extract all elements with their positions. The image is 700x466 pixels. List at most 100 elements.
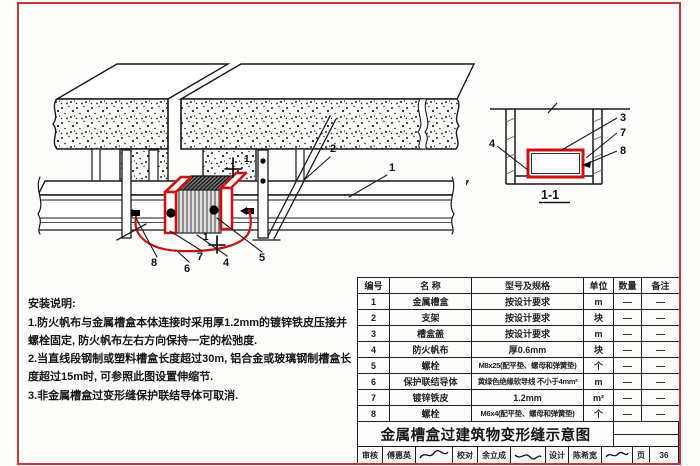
cell-name: 螺栓 bbox=[389, 357, 472, 374]
section-mark-label-top: 1 bbox=[244, 154, 250, 165]
cell-name: 槽盒盖 bbox=[389, 325, 472, 342]
cell-spec: 1.2mm bbox=[471, 389, 584, 406]
check-name: 傅惠英 bbox=[383, 447, 416, 463]
drawing-title-row: 金属槽盒过建筑物变形缝示意图 bbox=[357, 422, 679, 447]
check-label: 审核 bbox=[358, 447, 383, 463]
cell-qty: — bbox=[613, 341, 642, 358]
cell-name: 镀锌铁皮 bbox=[389, 389, 472, 406]
callout-4-cloth: 4 bbox=[223, 257, 230, 269]
callout-6-conductor: 6 bbox=[184, 263, 190, 275]
cell-name: 螺栓 bbox=[389, 405, 472, 422]
callout-1-tray: 1 bbox=[389, 162, 395, 174]
bonding-conductor-wire bbox=[134, 208, 252, 253]
leader-arrowhead bbox=[582, 161, 591, 168]
cell-note: — bbox=[641, 405, 680, 422]
cell-no: 2 bbox=[357, 309, 390, 326]
cell-spec: 按设计要求 bbox=[471, 325, 584, 342]
col-header-spec: 型号及规格 bbox=[471, 277, 584, 294]
title-side-cells bbox=[614, 422, 678, 446]
cell-spec: 按设计要求 bbox=[471, 293, 584, 310]
cell-note: — bbox=[641, 389, 680, 406]
wall-hatch bbox=[505, 117, 603, 175]
title-side-cell-bottom bbox=[614, 435, 678, 447]
table-row: 7 镀锌铁皮 1.2mm m² — — bbox=[357, 389, 680, 406]
cell-no: 4 bbox=[357, 341, 390, 358]
cell-name: 防火帆布 bbox=[389, 341, 472, 358]
signature-row: 审核 傅惠英 校对 余立成 设计 陈希宽 页 36 bbox=[357, 447, 679, 464]
note-line: 3.非金属槽盒过变形缝保护联结导体可取消. bbox=[28, 390, 239, 403]
notes-title: 安装说明: bbox=[28, 298, 76, 310]
cell-qty: — bbox=[613, 389, 642, 406]
signature-icon bbox=[514, 454, 542, 460]
cell-unit: m² bbox=[583, 389, 614, 406]
col-header-note: 备注 bbox=[641, 277, 680, 294]
drawing-title: 金属槽盒过建筑物变形缝示意图 bbox=[358, 422, 615, 446]
section-mark-label-bottom: 1 bbox=[203, 232, 209, 243]
col-header-name: 名 称 bbox=[389, 277, 472, 294]
cell-name: 金属槽盒 bbox=[389, 293, 472, 310]
note-line: 2.当直线段钢制或塑料槽盒长度超过30m, 铝合金或玻璃钢制槽盒长度超过15m时… bbox=[28, 353, 352, 384]
cell-qty: — bbox=[613, 357, 642, 374]
tray-break-right bbox=[451, 177, 466, 234]
cell-note: — bbox=[641, 373, 680, 390]
page-label: 页 bbox=[633, 447, 650, 463]
cell-qty: — bbox=[613, 293, 642, 310]
table-row: 4 防火帆布 厚0.6mm 块 — — bbox=[357, 341, 680, 358]
table-row: 3 槽盒盖 按设计要求 m — — bbox=[357, 325, 680, 342]
cell-note: — bbox=[641, 325, 680, 342]
proof-name: 余立成 bbox=[478, 447, 511, 463]
concrete-slab bbox=[52, 63, 476, 150]
tray-break-left bbox=[30, 177, 41, 234]
section-callout-8: 8 bbox=[620, 145, 626, 157]
table-row: 5 螺栓 M8x25(配平垫、螺母和弹簧垫) 个 — — bbox=[357, 357, 680, 374]
cable-tray bbox=[30, 176, 470, 235]
cell-note: — bbox=[641, 357, 680, 374]
slab-break-mark bbox=[417, 98, 429, 150]
cell-qty: — bbox=[613, 325, 642, 342]
page-number: 36 bbox=[659, 450, 669, 460]
clamp-bolts bbox=[166, 205, 219, 218]
cell-spec: 按设计要求 bbox=[471, 309, 584, 326]
title-side-cell-top bbox=[614, 422, 678, 435]
installation-notes: 安装说明: 1.防火帆布与金属槽盒本体连接时采用厚1.2mm的镀锌铁皮压接并螺栓… bbox=[28, 296, 352, 407]
cell-unit: 个 bbox=[583, 357, 614, 374]
main-view: 1 1 2 1 8 6 7 4 5 bbox=[30, 63, 476, 275]
design-name: 陈希宽 bbox=[569, 447, 602, 463]
cell-qty: — bbox=[613, 309, 642, 326]
cell-spec: 黄绿色绝缘软导线 不小于4mm² bbox=[471, 373, 584, 390]
design-label: 设计 bbox=[546, 447, 569, 463]
section-break-mark bbox=[547, 102, 558, 114]
signature-icon bbox=[605, 451, 629, 458]
cell-note: — bbox=[641, 293, 680, 310]
cell-note: — bbox=[641, 309, 680, 326]
cell-unit: 块 bbox=[583, 309, 614, 326]
callout-5-bolt: 5 bbox=[259, 252, 265, 264]
design-signature bbox=[602, 447, 633, 463]
section-callout-4: 4 bbox=[489, 138, 496, 150]
section-trough-red-wrap bbox=[526, 148, 585, 179]
cell-note: — bbox=[641, 341, 680, 358]
cell-no: 3 bbox=[357, 325, 390, 342]
proof-signature bbox=[511, 447, 546, 463]
table-row: 6 保护联结导体 黄绿色绝缘软导线 不小于4mm² m — — bbox=[357, 373, 680, 390]
cell-name: 支架 bbox=[389, 309, 472, 326]
cell-no: 8 bbox=[357, 405, 390, 422]
cell-qty: — bbox=[613, 373, 642, 390]
table-row: 8 螺栓 M6x4(配平垫、螺母和弹簧垫) 个 — — bbox=[357, 405, 680, 422]
cell-unit: m bbox=[583, 373, 614, 390]
section-view-1-1: 3 7 8 4 1-1 bbox=[489, 102, 630, 204]
note-line: 1.防火帆布与金属槽盒本体连接时采用厚1.2mm的镀锌铁皮压接并螺栓固定, 防火… bbox=[28, 316, 348, 347]
callout-8-bolt: 8 bbox=[151, 257, 157, 269]
check-signature bbox=[416, 447, 453, 463]
table-header-row: 编号 名 称 型号及规格 单位 数量 备注 bbox=[357, 277, 680, 294]
col-header-unit: 单位 bbox=[583, 277, 614, 294]
cell-unit: 块 bbox=[583, 341, 614, 358]
cell-no: 6 bbox=[357, 373, 390, 390]
section-view-title: 1-1 bbox=[541, 188, 559, 202]
callout-7-sheet: 7 bbox=[197, 251, 203, 263]
cell-spec: M6x4(配平垫、螺母和弹簧垫) bbox=[471, 405, 584, 422]
cell-no: 1 bbox=[357, 293, 390, 310]
callout-2-support: 2 bbox=[330, 143, 336, 155]
